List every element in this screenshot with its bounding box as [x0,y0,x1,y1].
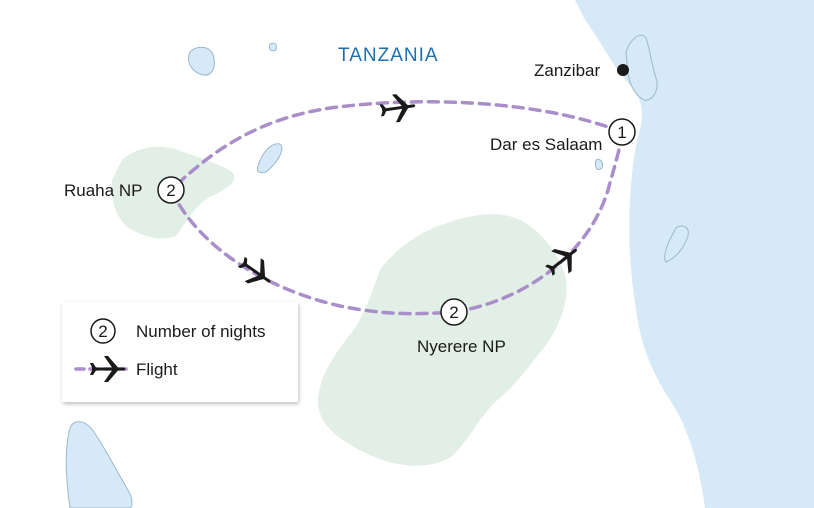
place-label-nyerere: Nyerere NP [417,337,506,356]
coastal-island [664,225,689,263]
coastal-island-2 [595,159,603,171]
flight-route [169,100,624,316]
lake-central [257,143,283,174]
airplane-icon [237,256,271,284]
place-label-zanzibar: Zanzibar [534,61,601,80]
legend-nights-label: Number of nights [136,322,266,341]
stop-marker-ruaha: 2 [157,176,185,204]
route-dar-to-ruaha [169,100,624,192]
lake-northwest [187,46,215,76]
country-label: TANZANIA [338,45,439,66]
route-ruaha-to-nyerere [169,188,456,316]
place-label-ruaha: Ruaha NP [64,181,143,200]
legend-row-flight: Flight [62,354,298,384]
place-label-dar-es-salaam: Dar es Salaam [490,135,603,154]
stop-marker-dar: 1 [608,118,636,146]
flight-legend-icon [74,356,132,382]
stop-nights-nyerere: 2 [449,303,458,322]
legend-flight-label: Flight [136,360,178,379]
lake-small [269,42,277,52]
zanzibar-island [625,34,658,101]
map-legend: 2 Number of nights Flight [62,302,298,402]
legend-nights-sample: 2 [98,322,107,341]
nyerere-park-area [317,214,567,466]
lake-southwest [65,421,133,508]
stop-marker-nyerere: 2 [440,298,468,326]
stop-nights-ruaha: 2 [166,181,175,200]
legend-row-nights: 2 Number of nights [62,316,298,346]
airplane-icon [379,94,416,123]
indian-ocean [575,0,814,508]
airplane-icon [545,248,577,276]
location-dot-icon [617,64,629,76]
nights-circle-icon: 2 [90,318,116,344]
stop-nights-dar: 1 [617,123,626,142]
route-nyerere-to-dar [452,130,624,314]
